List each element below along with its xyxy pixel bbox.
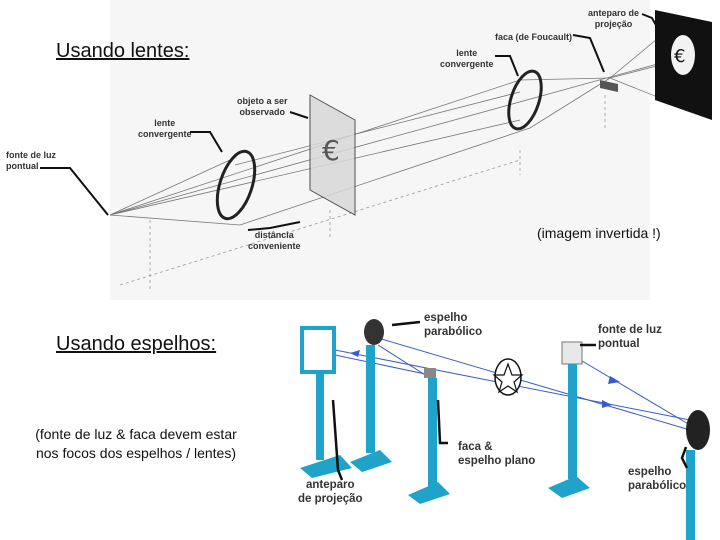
parabolic-mirror-right-stand (686, 410, 710, 540)
knife-flat-mirror-label: faca & espelho plano (458, 440, 535, 468)
knife-flat-mirror-stand (408, 368, 450, 504)
light-source-label: fonte de luz pontual (598, 323, 662, 351)
parabolic-mirror-right-label: espelho parabólico (628, 465, 686, 493)
light-source-stand (548, 342, 590, 498)
parabolic-mirror-top-label: espelho parabólico (424, 311, 482, 339)
projection-screen-stand (300, 328, 352, 478)
star-symbol (494, 359, 522, 395)
mirror-screen-label: anteparo de projeção (298, 478, 363, 506)
light-source-label-line1: fonte de luz (598, 323, 662, 337)
parabolic-mirror-right-label-line1: espelho (628, 465, 686, 479)
knife-flat-mirror-label-line2: espelho plano (458, 454, 535, 468)
knife-flat-mirror-label-line1: faca & (458, 440, 535, 454)
light-source-label-line2: pontual (598, 337, 662, 351)
parabolic-mirror-right-label-line2: parabólico (628, 479, 686, 493)
parabolic-mirror-top-stand (350, 319, 392, 472)
mirror-screen-label-line1: anteparo (298, 478, 363, 492)
parabolic-mirror-top-label-line1: espelho (424, 311, 482, 325)
parabolic-mirror-top-label-line2: parabólico (424, 325, 482, 339)
mirror-screen-label-line2: de projeção (298, 492, 363, 506)
